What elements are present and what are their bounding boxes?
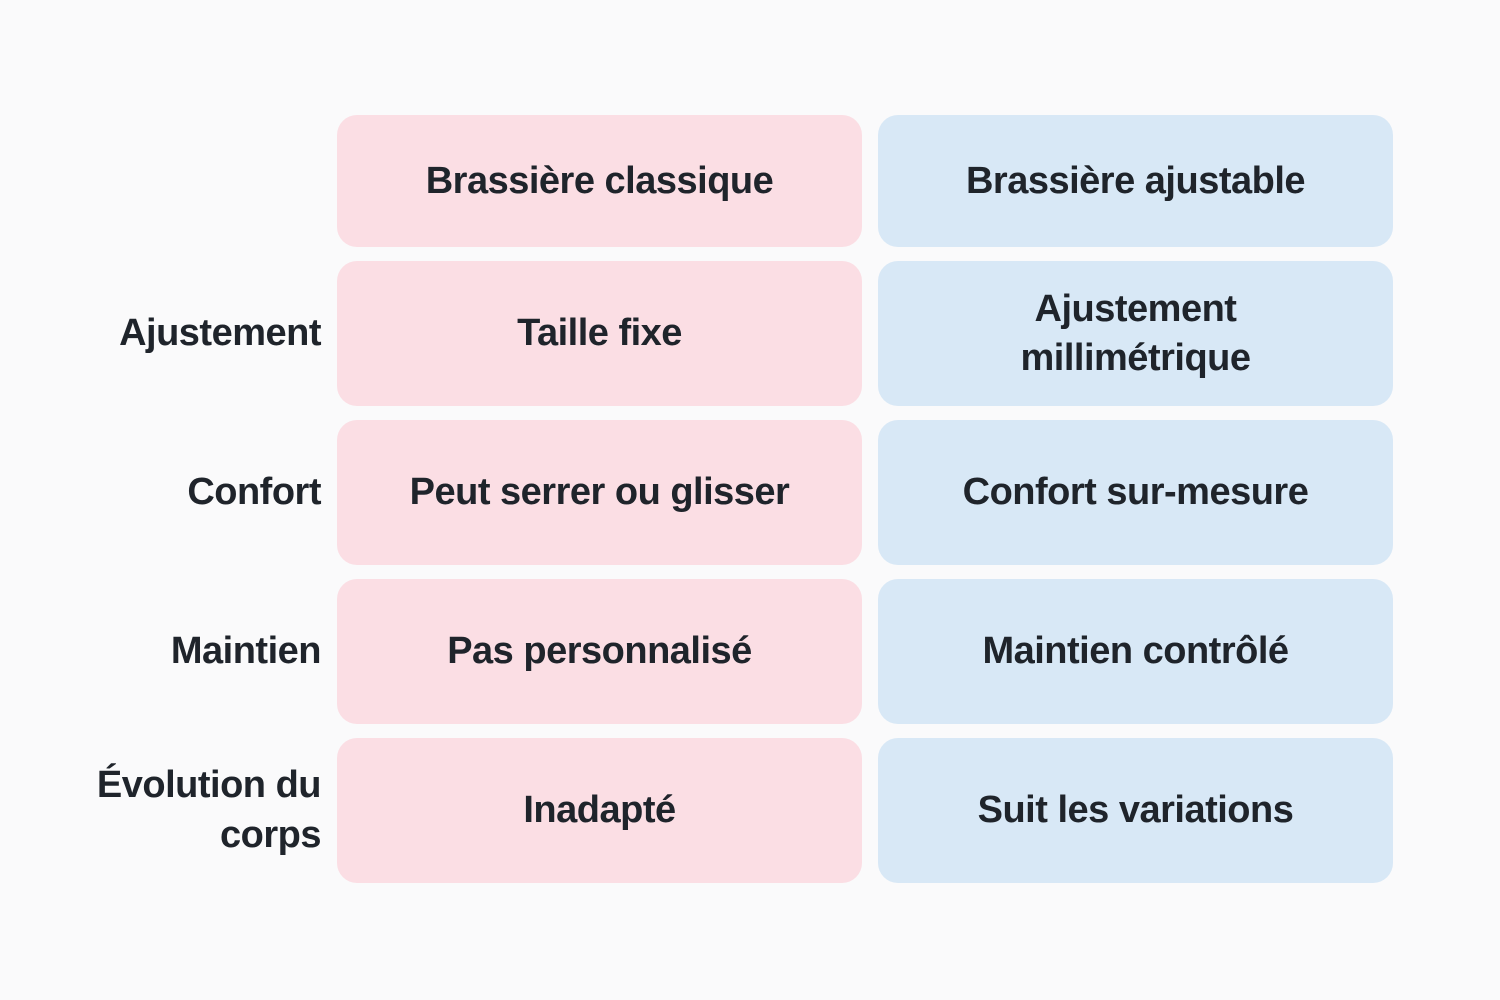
row-label-evolution-du-corps: Évolution du corps [96,764,322,856]
cell-ajustement-adjustable: Ajustement millimétrique [878,261,1393,406]
cell-maintien-adjustable: Maintien contrôlé [878,579,1393,724]
table-corner-spacer [60,115,321,247]
cell-maintien-classic: Pas personnalisé [337,579,862,724]
cell-evolution-adjustable: Suit les variations [878,738,1393,883]
column-header-adjustable: Brassière ajustable [878,115,1393,247]
cell-ajustement-classic: Taille fixe [337,261,862,406]
comparison-table: Brassière classique Brassière ajustable … [60,115,1393,883]
row-label-ajustement: Ajustement [119,311,321,354]
row-label-confort: Confort [187,470,321,513]
cell-evolution-classic: Inadapté [337,738,862,883]
column-header-classic: Brassière classique [337,115,862,247]
cell-confort-adjustable: Confort sur-mesure [878,420,1393,565]
cell-confort-classic: Peut serrer ou glisser [337,420,862,565]
row-label-maintien: Maintien [170,629,322,672]
